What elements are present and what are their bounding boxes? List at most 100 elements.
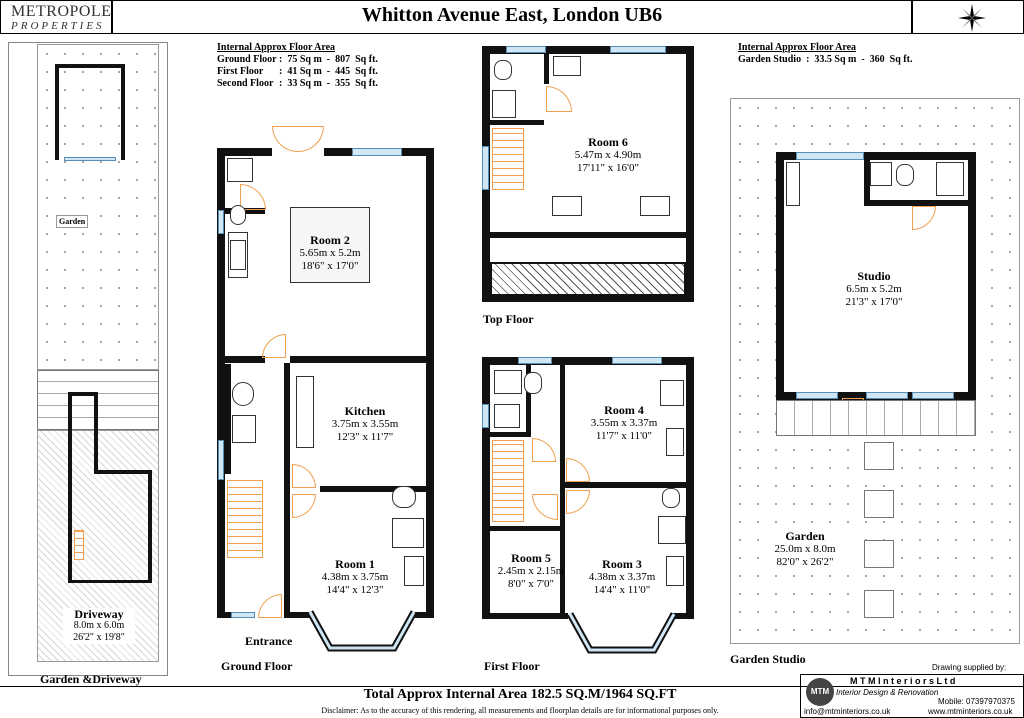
- entrance-label: Entrance: [245, 634, 293, 648]
- ff-wall-bath2: [526, 365, 531, 437]
- tf-bath-door: [546, 86, 572, 112]
- studio-wall-left: [776, 152, 784, 400]
- garden-name: Garden: [785, 529, 825, 543]
- ff-wall-bottom-left: [482, 613, 568, 619]
- logo-box: METROPOLE PROPERTIES: [0, 0, 112, 34]
- studio-label: Studio 6.5m x 5.2m 21'3" x 17'0": [826, 270, 922, 309]
- ff-staircase: [492, 440, 524, 522]
- room6-name: Room 6: [588, 135, 628, 149]
- first-floor-caption: First Floor: [484, 659, 540, 673]
- room3-metric: 4.38m x 3.37m: [588, 571, 656, 583]
- room2-imperial: 18'6" x 17'0": [301, 260, 359, 272]
- kitchen-label: Kitchen 3.75m x 3.55m 12'3" x 11'7": [320, 405, 410, 444]
- gf-wc-door: [240, 184, 266, 210]
- gf-door-kitchen: [292, 464, 316, 488]
- garden-driveway-panel: [8, 42, 168, 676]
- stepping-stone: [864, 442, 894, 470]
- garden-studio-caption: Garden Studio: [730, 652, 806, 666]
- ff-window-top1: [518, 357, 552, 364]
- ff-wall-bath: [490, 432, 530, 437]
- room6-metric: 5.47m x 4.90m: [574, 149, 642, 161]
- room4-name: Room 4: [604, 403, 644, 417]
- garden-label: Garden 25.0m x 8.0m 82'0" x 26'2": [760, 530, 850, 569]
- gf-utility-wall: [225, 364, 231, 474]
- area-label: Second Floor: [217, 78, 274, 89]
- tf-window-top1: [506, 46, 546, 53]
- ff-r4-hob: [666, 428, 684, 456]
- gf-wall-mid2: [290, 356, 430, 363]
- room4-metric: 3.55m x 3.37m: [590, 417, 658, 429]
- ff-bay-window: [566, 612, 678, 654]
- studio-window-bottom1: [796, 392, 838, 399]
- stepping-stone: [864, 540, 894, 568]
- garden-plot: [37, 44, 159, 370]
- studio-cabinet: [786, 162, 800, 206]
- area-label: Ground Floor: [217, 54, 277, 65]
- gf-bay-window: [306, 610, 418, 652]
- room5-metric: 2.45m x 2.15m: [497, 565, 565, 577]
- driveway-title: Driveway: [74, 607, 124, 621]
- room5-label: Room 5 2.45m x 2.15m 8'0" x 7'0": [494, 552, 568, 591]
- compass-box: [912, 0, 1024, 34]
- floor-area-table: Internal Approx Floor Area Ground Floor:…: [217, 42, 457, 90]
- tf-eaves-storage: [490, 262, 686, 296]
- tf-desk2: [640, 196, 670, 216]
- room4-imperial: 11'7" x 11'0": [595, 430, 653, 442]
- outbuilding-wall: [55, 64, 125, 68]
- gf-wall-bottom-left: [217, 612, 231, 618]
- studio-window-bottom3: [912, 392, 954, 399]
- gf-wall-right: [426, 148, 434, 618]
- supplier-website[interactable]: www.mtminteriors.co.uk: [928, 707, 1013, 716]
- supplier-badge-text: MTM: [810, 687, 830, 696]
- house-wall: [68, 392, 72, 582]
- area-value: : 41 Sq m - 445 Sq ft.: [279, 66, 378, 77]
- garden-small-label: Garden: [56, 215, 89, 228]
- house-wall: [68, 580, 152, 583]
- ff-r3-hob: [666, 556, 684, 586]
- room5-name: Room 5: [511, 551, 551, 565]
- house-wall: [148, 470, 152, 580]
- footer-bar: [0, 686, 1024, 718]
- studio-metric: 6.5m x 5.2m: [846, 283, 902, 295]
- ff-wall-bottom-right: [670, 613, 694, 619]
- room1-name: Room 1: [335, 557, 375, 571]
- house-wall: [68, 392, 98, 396]
- room2-label: Room 2 5.65m x 5.2m 18'6" x 17'0": [290, 234, 370, 273]
- room3-name: Room 3: [602, 557, 642, 571]
- title-box: [112, 0, 912, 34]
- supplier-badge: MTM: [806, 678, 834, 706]
- tf-shower: [492, 90, 516, 118]
- room3-imperial: 14'4" x 11'0": [593, 584, 651, 596]
- outbuilding-wall: [121, 64, 125, 160]
- supplier-mobile: Mobile: 07397970375: [938, 697, 1015, 706]
- ff-wall-right: [686, 357, 694, 619]
- ff-wall-mid: [560, 365, 565, 619]
- page-title: Whitton Avenue East, London UB6: [361, 4, 663, 26]
- studio-name: Studio: [857, 269, 891, 283]
- gf-wall-left: [217, 148, 225, 618]
- logo-sub: PROPERTIES: [11, 20, 105, 32]
- room6-imperial: 17'11" x 16'0": [576, 162, 640, 174]
- outbuilding-wall: [55, 64, 59, 160]
- area-value: : 75 Sq m - 807 Sq ft.: [279, 54, 378, 65]
- studio-area-row: Garden Studio : 33.5 Sq m - 360 Sq ft.: [738, 54, 913, 65]
- outbuilding-window: [64, 157, 116, 161]
- ff-door-bath: [532, 438, 556, 462]
- room6-label: Room 6 5.47m x 4.90m 17'11" x 16'0": [560, 136, 656, 175]
- room1-label: Room 1 4.38m x 3.75m 14'4" x 12'3": [310, 558, 400, 597]
- garden-imperial: 82'0" x 26'2": [776, 556, 834, 568]
- small-stairs: [74, 530, 84, 560]
- studio-area-heading: Internal Approx Floor Area: [738, 42, 857, 53]
- stepping-stone: [864, 490, 894, 518]
- studio-wall-top-right: [864, 152, 976, 160]
- room1-metric: 4.38m x 3.75m: [321, 571, 389, 583]
- driveway-label: Driveway 8.0m x 6.0m 26'2" x 19'8": [63, 608, 135, 644]
- studio-wc-wall2: [864, 160, 870, 206]
- supplier-email[interactable]: info@mtminteriors.co.uk: [804, 707, 891, 716]
- kitchen-name: Kitchen: [344, 404, 386, 418]
- gf-side-window: [218, 210, 224, 234]
- gf-wall-top-mid: [324, 148, 352, 156]
- studio-wc-wall: [864, 200, 968, 206]
- room1-imperial: 14'4" x 12'3": [326, 584, 384, 596]
- ff-r3-shower: [658, 516, 686, 544]
